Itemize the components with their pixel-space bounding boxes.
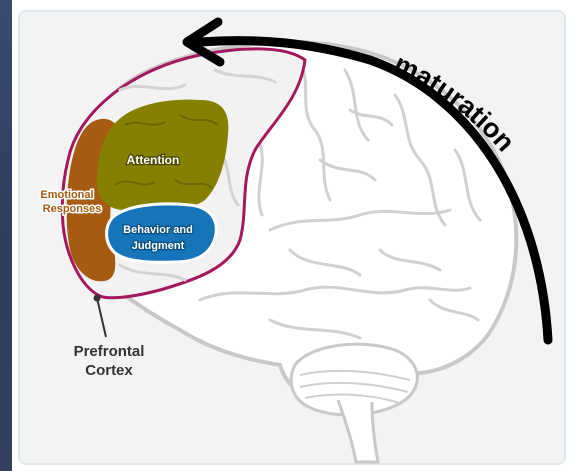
prefrontal-cortex-label-line2: Cortex (85, 362, 133, 379)
brain-stem (338, 400, 378, 462)
emotional-responses-label-line1: Emotional (40, 189, 93, 201)
prefrontal-cortex-label-line1: Prefrontal (74, 343, 145, 360)
emotional-responses-label-line2: Responses (43, 203, 102, 215)
prefrontal-pointer-line (97, 298, 106, 337)
attention-label: Attention (127, 153, 180, 167)
behavior-judgment-label-line1: Behavior and (123, 224, 193, 236)
behavior-judgment-label-line2: Judgment (132, 240, 185, 252)
